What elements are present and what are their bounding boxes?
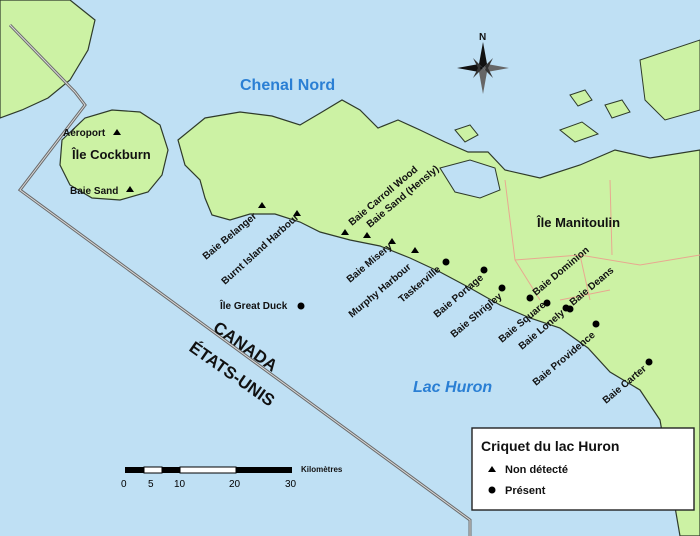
marker-not-detected	[126, 186, 134, 192]
marker-present	[480, 266, 488, 274]
islet-north-1	[454, 124, 479, 143]
marker-present	[566, 305, 574, 313]
legend-triangle-icon	[488, 466, 496, 472]
marker-not-detected	[363, 232, 371, 238]
site-label-baie-sand: Baie Sand	[70, 186, 118, 197]
legend-title: Criquet du lac Huron	[481, 438, 619, 454]
islet-north-5	[639, 39, 700, 121]
label-north-channel: Chenal Nord	[240, 77, 335, 94]
roads	[504, 179, 700, 301]
site-label-aeroport: Aéroport	[63, 128, 106, 139]
marker-present	[526, 294, 534, 302]
site-label-ile-great-duck: Île Great Duck	[219, 299, 288, 312]
scale-tick-10: 10	[174, 479, 186, 490]
bay-inlet	[439, 159, 501, 199]
label-lake-huron: Lac Huron	[413, 379, 492, 396]
scale-bar	[125, 466, 292, 474]
legend-label-not-detected: Non détecté	[505, 464, 568, 476]
land-northwest	[0, 0, 96, 119]
marker-present	[442, 258, 450, 266]
marker-not-detected	[341, 229, 349, 235]
scale-tick-0: 0	[121, 479, 127, 490]
scale-tick-5: 5	[148, 479, 154, 490]
legend-circle-icon	[488, 486, 496, 494]
legend-label-present: Présent	[505, 485, 546, 497]
scale-unit: Kilomètres	[301, 465, 343, 474]
marker-present	[645, 358, 653, 366]
label-manitoulin-island: Île Manitoulin	[536, 215, 620, 230]
north-label: N	[479, 32, 486, 43]
legend: Criquet du lac Huron Non détecté Présent	[471, 427, 695, 511]
marker-not-detected	[113, 129, 121, 135]
marker-not-detected	[258, 202, 266, 208]
islet-north-3	[558, 121, 600, 143]
marker-present	[498, 284, 506, 292]
label-cockburn-island: Île Cockburn	[71, 147, 151, 162]
islet-north-4	[604, 99, 631, 119]
marker-not-detected	[388, 238, 396, 244]
marker-present	[592, 320, 600, 328]
north-arrow-icon	[457, 42, 509, 94]
scale-tick-20: 20	[229, 479, 241, 490]
marker-not-detected	[411, 247, 419, 253]
scale-tick-30: 30	[285, 479, 297, 490]
land-cockburn-island	[59, 109, 169, 201]
marker-not-detected	[293, 210, 301, 216]
international-border-inner	[9, 24, 471, 536]
marker-present	[543, 299, 551, 307]
marker-present	[297, 302, 305, 310]
islet-north-2	[569, 89, 593, 107]
